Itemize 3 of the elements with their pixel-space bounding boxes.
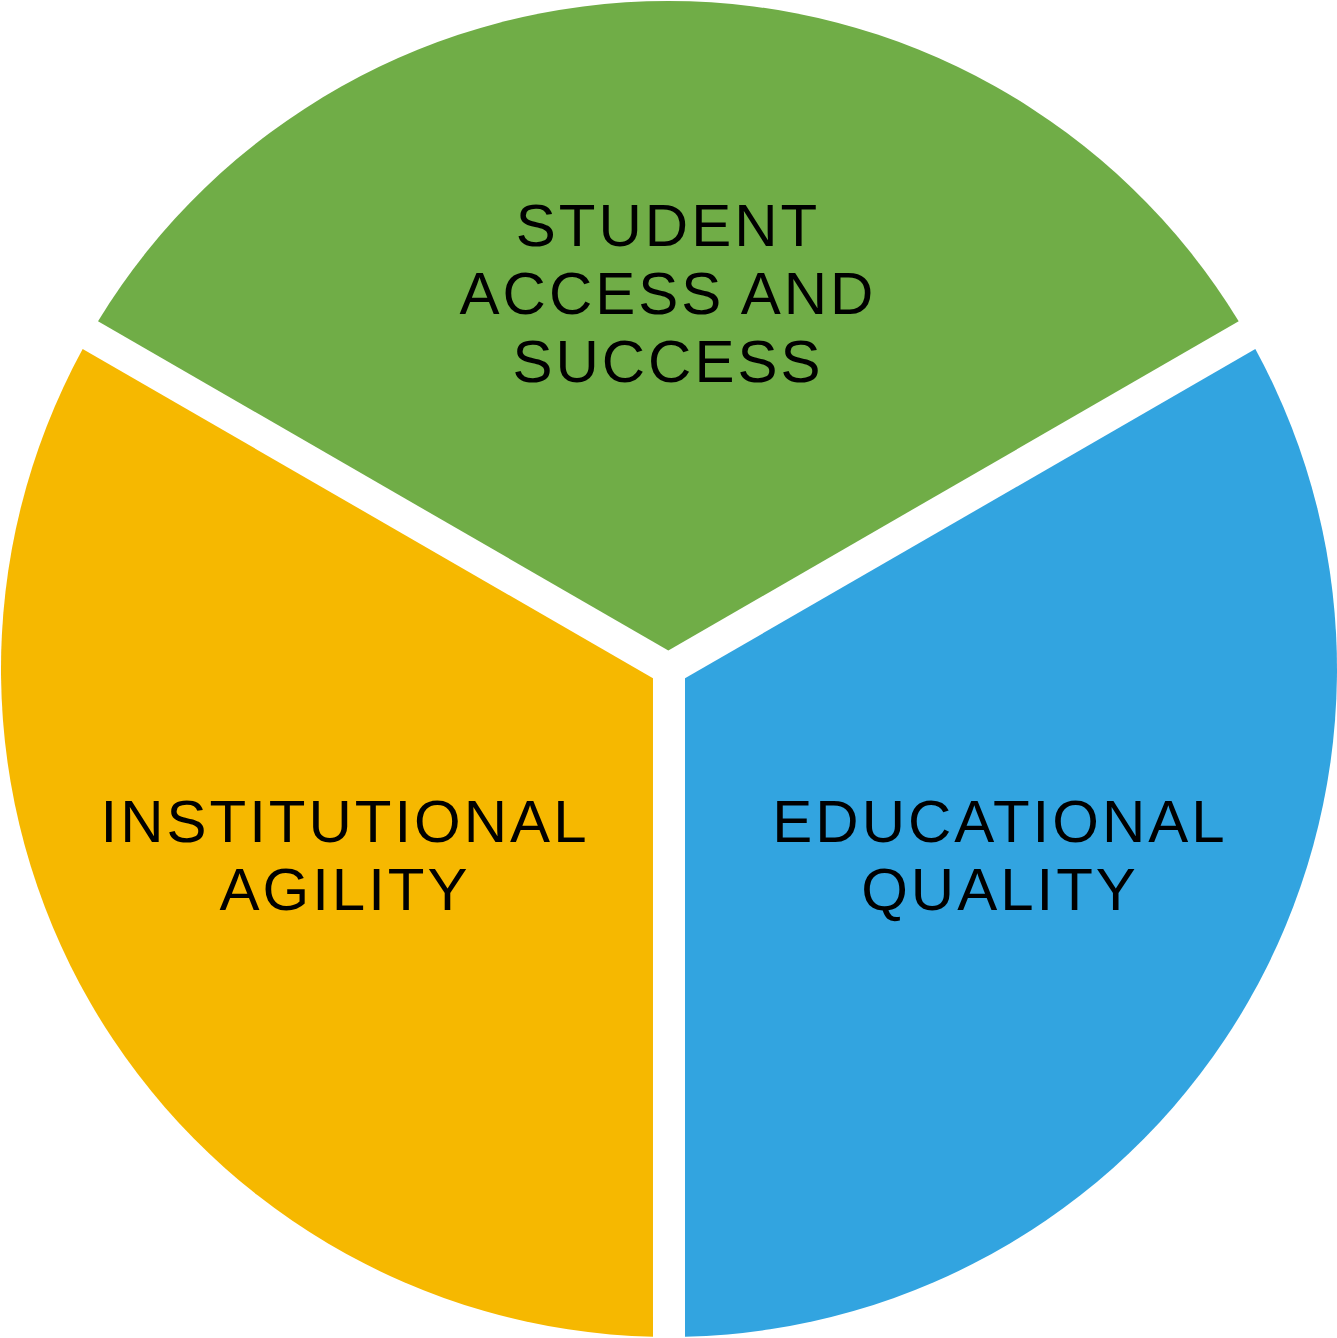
sector-label: EDUCATIONAL QUALITY: [771, 788, 1229, 924]
sector-label: STUDENT ACCESS AND SUCCESS: [458, 192, 878, 396]
sector-label: INSTITUTIONAL AGILITY: [99, 788, 591, 924]
